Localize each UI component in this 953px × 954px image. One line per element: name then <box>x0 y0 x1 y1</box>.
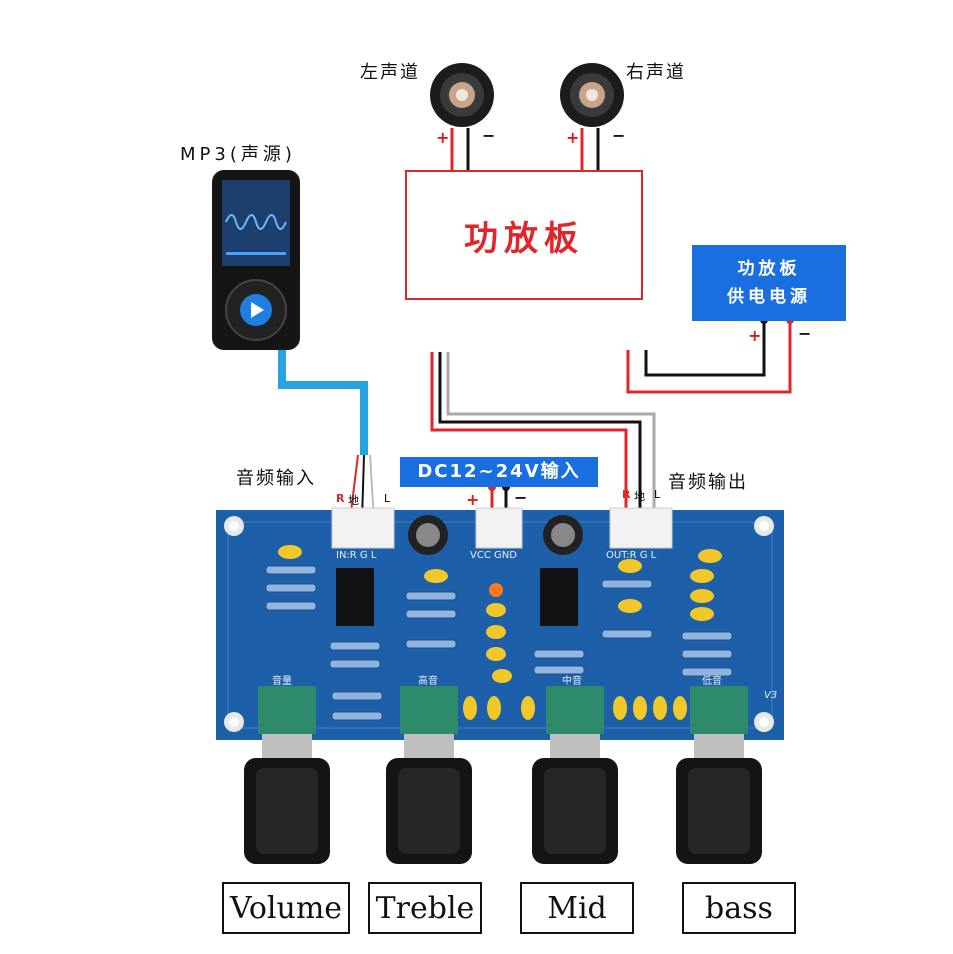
treble-knob-icon <box>386 734 472 864</box>
power-supply-wires <box>626 316 794 394</box>
left-speaker-wires <box>450 128 470 170</box>
power-supply-line2: 供电电源 <box>727 287 811 307</box>
output-pin-ground: 地 <box>634 490 645 503</box>
left-speaker-minus: − <box>482 126 496 145</box>
bass-label: bass <box>682 882 796 934</box>
mp3-player-icon <box>212 170 300 350</box>
left-channel-label: 左声道 <box>360 62 420 83</box>
power-supply-line1: 功放板 <box>737 259 801 279</box>
output-pin-r: R <box>622 488 631 501</box>
mid-knob-icon <box>532 734 618 864</box>
right-speaker-minus: − <box>612 126 626 145</box>
pcb-mid-marking: 中音 <box>562 676 582 687</box>
output-pin-l: L <box>654 488 661 501</box>
audio-output-label: 音频输出 <box>668 472 748 493</box>
left-speaker-plus: + <box>436 128 450 147</box>
input-pin-r: R <box>336 492 345 505</box>
pcb-out-marking: OUT:R G L <box>606 550 657 561</box>
treble-label: Treble <box>368 882 482 934</box>
pcb-volume-marking: 音量 <box>272 676 292 687</box>
dc-input-plus: + <box>466 490 480 509</box>
volume-label: Volume <box>222 882 350 934</box>
audio-input-label: 音频输入 <box>236 468 316 489</box>
amp-board-label: 功放板 <box>464 218 584 259</box>
volume-knob-icon <box>244 734 330 864</box>
power-supply-plus: + <box>748 326 762 345</box>
pcb-bass-marking: 低音 <box>702 676 722 687</box>
pcb-treble-marking: 高音 <box>418 676 438 687</box>
output-to-amp-wires <box>430 352 656 520</box>
source-audio-cable <box>278 345 368 455</box>
right-speaker-icon <box>560 63 624 127</box>
bass-knob-icon <box>676 734 762 864</box>
dc-input-label: DC12~24V输入 <box>400 457 598 487</box>
right-speaker-wires <box>580 128 600 170</box>
right-channel-label: 右声道 <box>626 62 686 83</box>
right-speaker-plus: + <box>566 128 580 147</box>
pcb-version-marking: V3 <box>764 690 778 701</box>
input-pin-l: L <box>384 492 391 505</box>
pcb-vcc-marking: VCC GND <box>470 550 517 561</box>
mid-label: Mid <box>520 882 634 934</box>
power-supply-box: 功放板 供电电源 <box>692 245 846 321</box>
amp-board-box: 功放板 <box>405 170 643 300</box>
input-pin-ground: 地 <box>348 494 359 507</box>
pcb-in-marking: IN:R G L <box>336 550 377 561</box>
power-supply-minus: − <box>798 324 812 343</box>
mp3-source-label: MP3(声源) <box>180 144 296 165</box>
dc-input-minus: − <box>514 488 528 507</box>
tone-control-pcb <box>216 507 784 740</box>
left-speaker-icon <box>430 63 494 127</box>
